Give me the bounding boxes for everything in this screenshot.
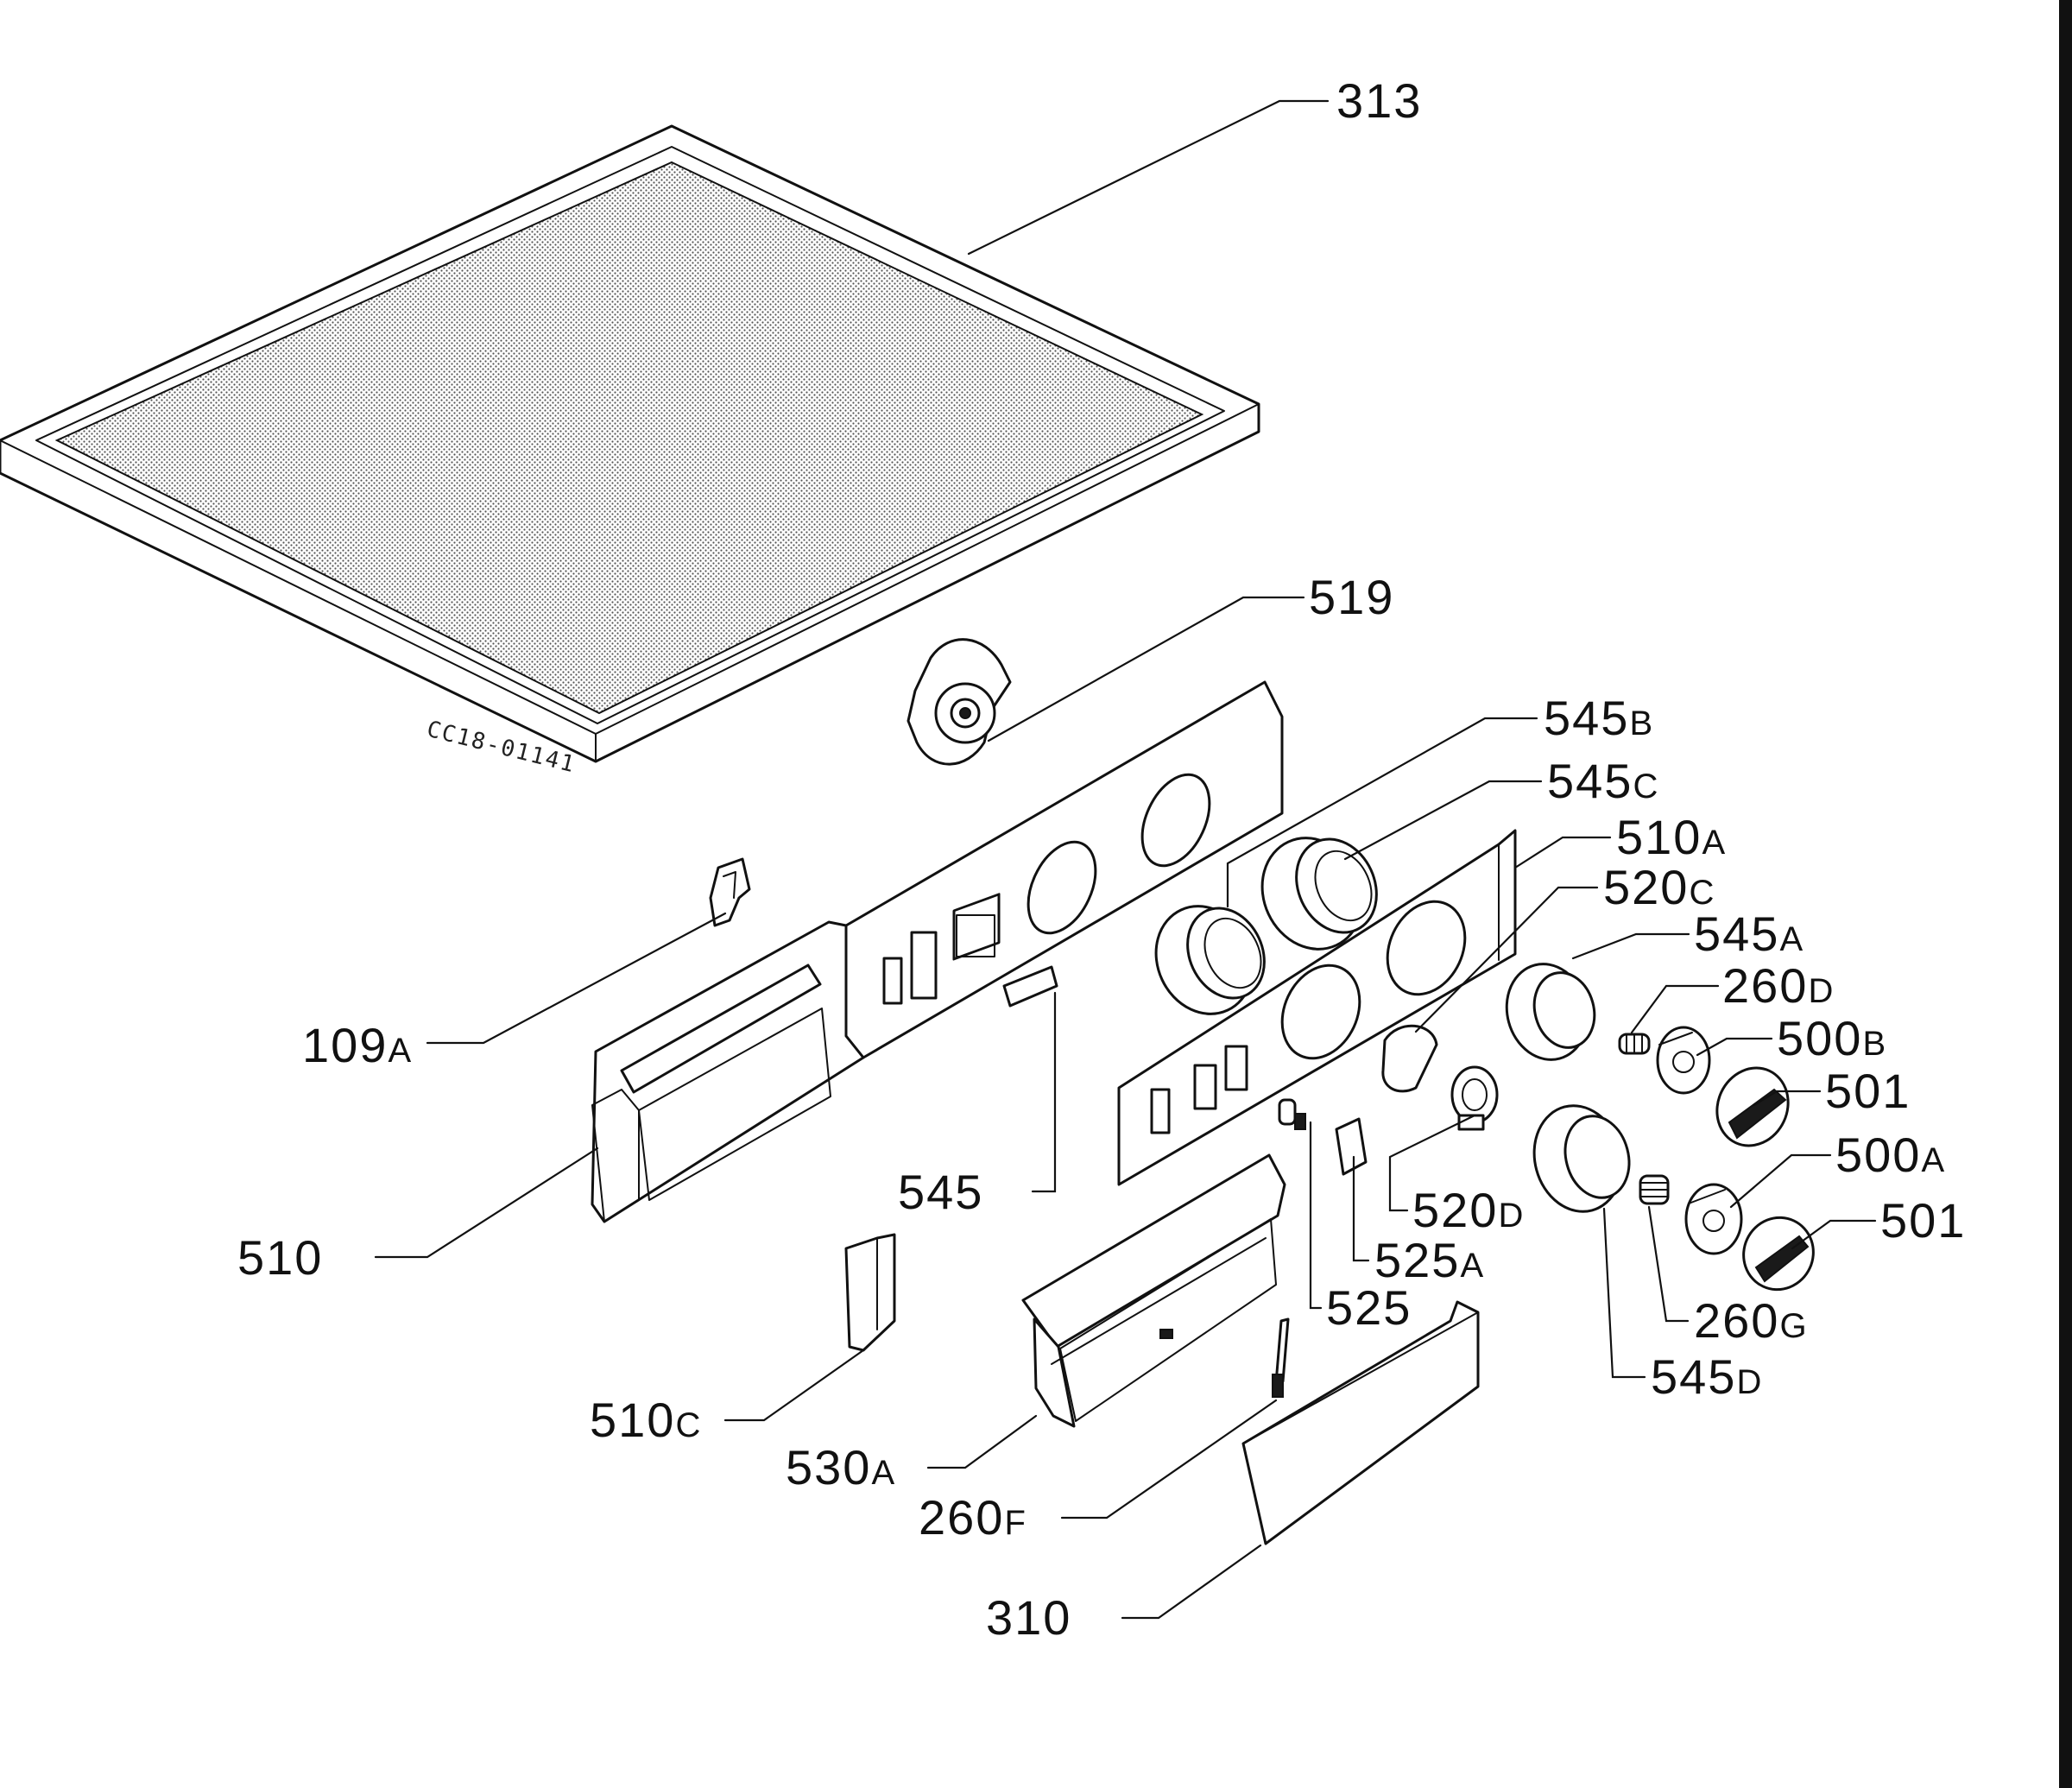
label-310: 310: [986, 1590, 1071, 1645]
leader-545a: [1571, 932, 1690, 960]
part-spring-g: [1639, 1174, 1670, 1205]
leader-500a: [1729, 1153, 1832, 1209]
part-front-strip: [1241, 1300, 1480, 1545]
part-rotary-switch: [906, 638, 1012, 766]
leader-520d: [1388, 1114, 1476, 1212]
part-lamp-cover: [1335, 1117, 1368, 1176]
label-260f: 260F: [919, 1490, 1027, 1545]
leader-545: [1031, 991, 1057, 1193]
label-545: 545: [898, 1165, 983, 1219]
part-end-cap: [844, 1233, 896, 1352]
label-525a: 525A: [1374, 1233, 1485, 1287]
leader-510: [374, 1147, 599, 1259]
leader-500b: [1696, 1037, 1773, 1057]
leader-260g: [1647, 1205, 1690, 1323]
part-adaptor-a: [1684, 1183, 1743, 1255]
label-520d: 520D: [1412, 1183, 1525, 1237]
part-knob-bezel-a: [1505, 963, 1596, 1061]
leader-510c: [723, 1349, 865, 1422]
label-109a: 109A: [302, 1018, 413, 1072]
label-510a: 510A: [1616, 810, 1727, 864]
label-545d: 545D: [1651, 1349, 1763, 1404]
leader-520c: [1414, 886, 1599, 1033]
part-bezel-ring-b: [1154, 905, 1266, 1015]
leader-525: [1309, 1121, 1323, 1310]
leader-530a: [926, 1414, 1038, 1469]
leader-313: [967, 99, 1330, 256]
label-530a: 530A: [786, 1440, 896, 1494]
leader-501-top: [1753, 1090, 1822, 1107]
leader-545c: [1343, 780, 1543, 861]
label-501-top: 501: [1825, 1064, 1911, 1118]
leader-519: [987, 596, 1305, 742]
part-lamp: [1278, 1098, 1306, 1130]
part-knob-bezel-d: [1532, 1104, 1631, 1213]
label-500a: 500A: [1835, 1128, 1946, 1182]
label-510: 510: [237, 1230, 323, 1285]
part-control-panel: [591, 680, 1284, 1223]
leader-545d: [1602, 1207, 1646, 1379]
label-500b: 500B: [1777, 1011, 1887, 1065]
scan-edge: [2059, 0, 2072, 1788]
label-510c: 510C: [590, 1393, 702, 1447]
part-lamp-holder-c: [1381, 1024, 1438, 1093]
label-525: 525: [1326, 1280, 1412, 1335]
label-260d: 260D: [1722, 958, 1835, 1013]
leader-545b: [1226, 717, 1538, 908]
part-bezel-ring-c: [1260, 837, 1378, 951]
label-501-bottom: 501: [1880, 1193, 1966, 1248]
part-spring-d: [1618, 1033, 1651, 1055]
label-260g: 260G: [1694, 1293, 1809, 1348]
label-313: 313: [1336, 73, 1422, 128]
part-front-plate: [1117, 829, 1517, 1186]
leader-109a: [426, 912, 727, 1045]
part-knob-bottom: [1742, 1216, 1815, 1292]
label-519: 519: [1309, 570, 1394, 624]
leader-310: [1121, 1544, 1262, 1620]
leader-260f: [1060, 1399, 1278, 1519]
part-grease-filter: CC18-01141: [0, 124, 1260, 779]
label-545a: 545A: [1694, 907, 1804, 961]
part-handle: [1021, 1153, 1286, 1428]
leader-lines: [374, 99, 1877, 1620]
part-connector: [1002, 965, 1058, 1008]
part-spring-clip: [1272, 1317, 1290, 1398]
part-clip: [709, 857, 751, 927]
part-labels: 313 519 545B 545C 510A 520C 545A 260D 50…: [237, 73, 1966, 1645]
label-545b: 545B: [1544, 691, 1654, 745]
part-adaptor-b: [1656, 1026, 1711, 1095]
part-lamp-socket: [1450, 1065, 1499, 1131]
part-knob-top: [1715, 1066, 1790, 1147]
label-545c: 545C: [1547, 754, 1659, 808]
label-520c: 520C: [1603, 860, 1715, 914]
leader-510a: [1513, 836, 1612, 869]
leader-260d: [1630, 984, 1720, 1034]
leader-501-bottom: [1791, 1219, 1877, 1250]
leader-525a: [1352, 1155, 1370, 1262]
